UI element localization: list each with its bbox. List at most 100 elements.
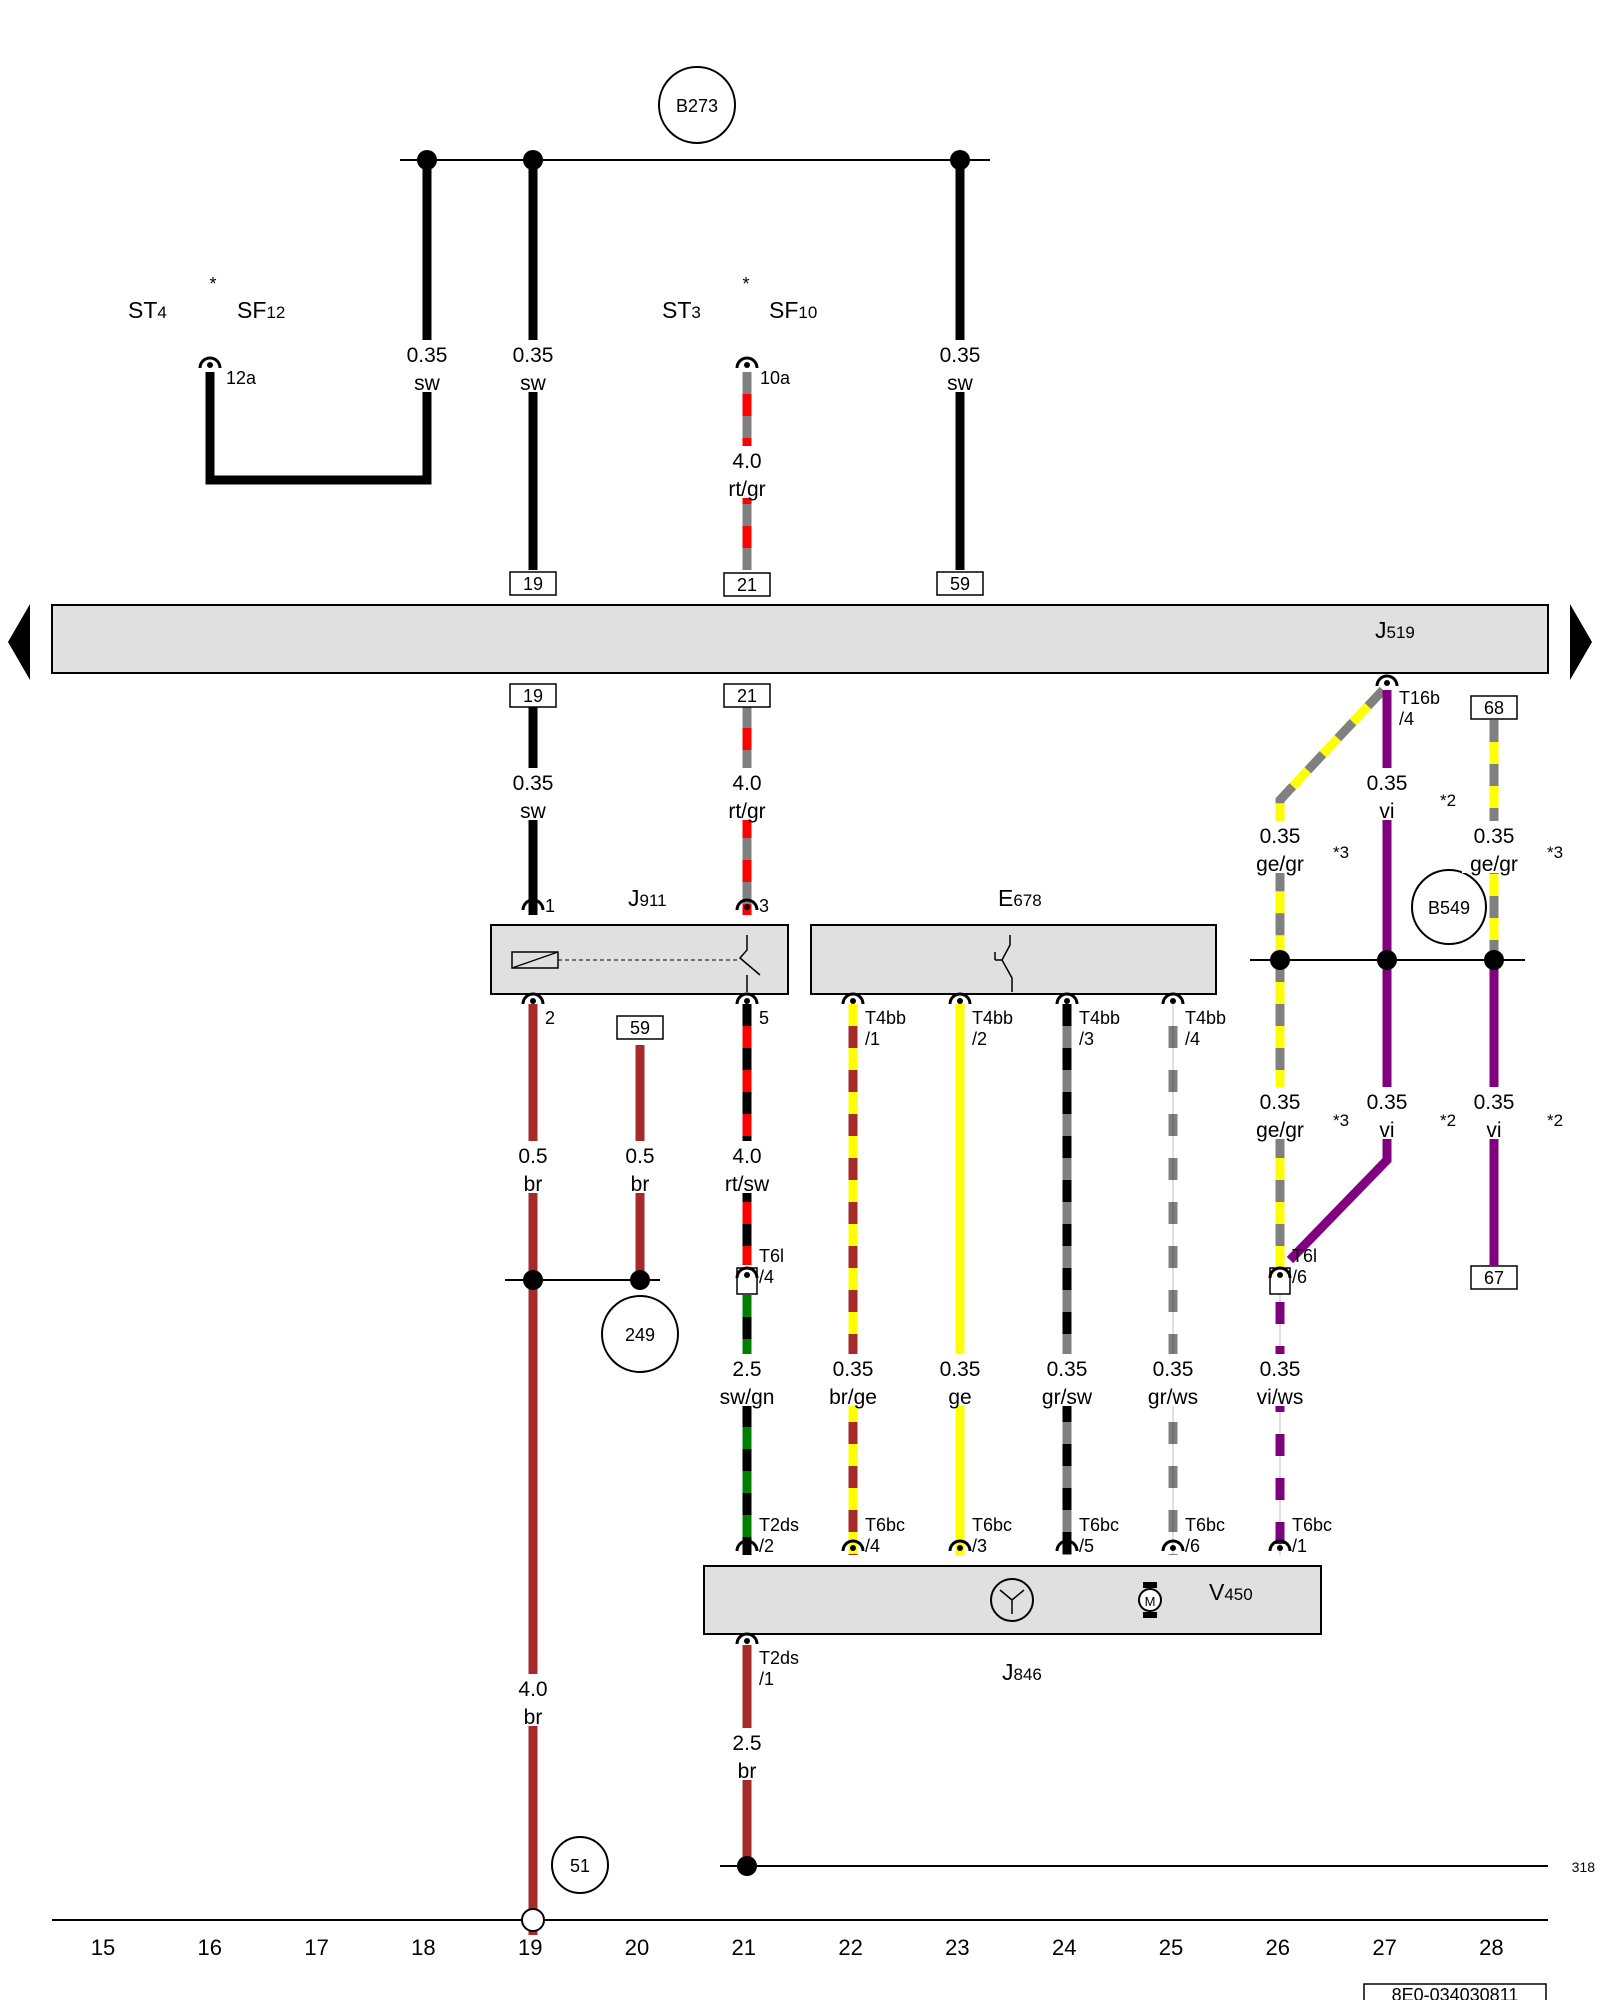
wire-gauge: 0.35 [513, 772, 554, 795]
connector-pin-icon [521, 992, 545, 1005]
e678-switch-box[interactable] [810, 924, 1217, 995]
grid-column-number: 16 [198, 1935, 222, 1960]
arrow-right-icon[interactable] [1570, 604, 1592, 680]
pin-label: T4bb/3 [1079, 1008, 1120, 1049]
v450-label: V450 [1209, 1579, 1253, 1605]
wire-color-code: gr/ws [1148, 1386, 1198, 1409]
wire-gauge: 0.35 [1260, 825, 1301, 848]
wire-gauge: 0.35 [513, 344, 554, 367]
fuse-st4-label: ST4 [128, 297, 167, 323]
wire-label: 2.5sw/gn [720, 1358, 775, 1409]
pin-label: T6l/6 [1292, 1246, 1317, 1287]
wire-gauge: 4.0 [732, 450, 761, 473]
wire-color-code: vi [1486, 1119, 1501, 1142]
wire-color-code: vi [1379, 1119, 1394, 1142]
wire-label-bg [715, 1728, 779, 1780]
pin-label: 2 [545, 1008, 555, 1028]
grid-column-number: 17 [304, 1935, 328, 1960]
wire-color-code: sw [414, 372, 441, 395]
junction-dot [737, 1856, 757, 1876]
switch-contact-icon [738, 935, 761, 992]
wire-color-code: br [631, 1173, 650, 1196]
connector-pin-dot [744, 904, 750, 910]
connector-pin-dot [744, 998, 750, 1004]
connector-pin-dot [744, 1545, 750, 1551]
arrow-left-icon[interactable] [8, 604, 30, 680]
connector-pin-dot [1277, 1545, 1283, 1551]
grid-column-number: 26 [1266, 1935, 1290, 1960]
wire-gauge: 0.35 [1260, 1358, 1301, 1381]
b273-connector-label: B273 [676, 96, 718, 116]
j519-label: J519 [1375, 617, 1415, 643]
connector-pin-icon [841, 1539, 865, 1552]
connector-pin-icon [735, 1632, 759, 1645]
connector-pin-icon [735, 898, 759, 911]
terminal-box[interactable]: 68 [1470, 695, 1518, 720]
connector-pin-dot [1170, 1545, 1176, 1551]
wire-color-code: ge/gr [1256, 853, 1304, 876]
pin-label: T4bb/1 [865, 1008, 906, 1049]
connector-pin-icon [1055, 1539, 1079, 1552]
b273-connector[interactable] [658, 66, 736, 144]
wire-label-bg [715, 768, 779, 820]
wire-t16b-ge-gr[interactable] [1275, 686, 1387, 960]
fuse-star-sf12: * [209, 274, 216, 294]
terminal-box[interactable]: 21 [723, 572, 771, 597]
grid-column-number: 23 [945, 1935, 969, 1960]
connector-pin-icon [1161, 992, 1185, 1005]
wire-label-bg [1035, 1354, 1099, 1406]
connector-pin-icon [1375, 674, 1399, 687]
wire-color-code: ge/gr [1470, 853, 1518, 876]
grid-column-number: 25 [1159, 1935, 1183, 1960]
wire-gauge: 4.0 [518, 1678, 547, 1701]
terminal-number: 59 [950, 574, 970, 594]
wire-gauge: 0.35 [1367, 1091, 1408, 1114]
components-layer: M [8, 604, 1592, 1635]
connector-pin-icon [1268, 1539, 1292, 1552]
pin-label: T16b/4 [1399, 688, 1440, 729]
wire-b549-vi-to-t6l[interactable] [1286, 960, 1392, 1264]
ground-51[interactable] [551, 1836, 609, 1894]
wire-sf12-to-b273[interactable] [205, 160, 432, 485]
junction-dot [523, 1270, 543, 1290]
grid-column-number: 21 [732, 1935, 756, 1960]
terminal-box[interactable]: 19 [509, 571, 557, 596]
footnote-marker: *3 [1333, 1111, 1349, 1130]
wire-label-bg [501, 768, 565, 820]
pin-label: 12a [226, 368, 257, 388]
relay-coil-diagonal [511, 951, 559, 969]
fuse-sf10-label: SF10 [769, 297, 817, 323]
wire-gauge: 0.35 [1474, 825, 1515, 848]
connector-pin-dot [1064, 998, 1070, 1004]
j519-module-bar[interactable] [51, 604, 1549, 674]
wire-label: 4.0rt/gr [728, 450, 765, 501]
terminal-box[interactable]: 19 [509, 683, 557, 708]
wire-gauge: 2.5 [732, 1358, 761, 1381]
grid-column-number: 27 [1372, 1935, 1396, 1960]
wire-gauge: 0.35 [1260, 1091, 1301, 1114]
connector-pin-dot [744, 362, 750, 368]
wire-label-bg [1355, 768, 1419, 820]
terminal-box[interactable]: 67 [1470, 1265, 1518, 1290]
terminal-box[interactable]: 21 [723, 683, 771, 708]
wire-label: 0.35 vi [1367, 1091, 1408, 1142]
fuse-st3-label: ST3 [662, 297, 701, 323]
b549-connector[interactable] [1411, 869, 1487, 945]
fuse-sf12-label: SF12 [237, 297, 285, 323]
terminal-box[interactable]: 59 [616, 1015, 664, 1040]
wire-label-bg [501, 1141, 565, 1193]
ground-249[interactable] [601, 1295, 679, 1373]
terminal-number: 68 [1484, 698, 1504, 718]
wire-color-code: gr/sw [1042, 1386, 1093, 1409]
wire-color-code: br [524, 1706, 543, 1729]
connector-pin-dot [1064, 1545, 1070, 1551]
wire-color-code: vi/ws [1257, 1386, 1304, 1409]
wire-label-bg [1248, 1087, 1312, 1139]
footnote-marker: *3 [1333, 843, 1349, 862]
j911-relay-box[interactable] [490, 924, 789, 995]
terminal-box[interactable]: 59 [936, 571, 984, 596]
